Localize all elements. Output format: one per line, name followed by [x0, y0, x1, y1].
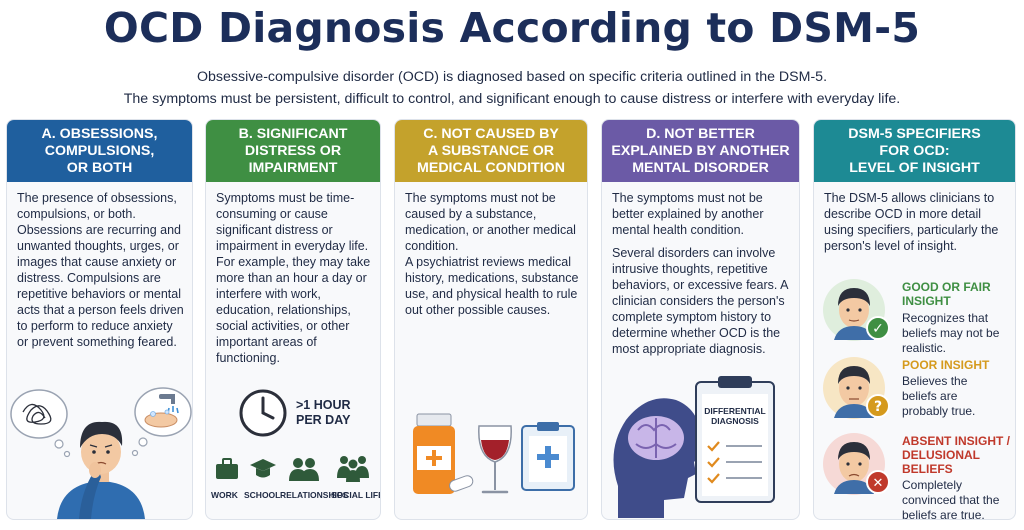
criterion-a-description: The presence of obsessions, compulsions,… [17, 191, 184, 349]
page-title: OCD Diagnosis According to DSM-5 [103, 4, 921, 52]
insight-title: POOR INSIGHT [902, 358, 989, 372]
insight-absent: ✕ ABSENT INSIGHT / DELUSIONAL BELIEFS Co… [820, 430, 1010, 519]
criterion-c-description: The symptoms must not be caused by a sub… [405, 191, 576, 253]
heading-line: B. SIGNIFICANT [238, 125, 348, 142]
insight-title-line: POOR INSIGHT [902, 358, 990, 372]
heading-line: DSM-5 SPECIFIERS [848, 125, 981, 142]
distressed-face-icon: ✕ [823, 433, 890, 495]
clipboard-label: DIFFERENTIAL DIAGNOSIS [702, 406, 768, 426]
area-label-work: WORK [211, 490, 238, 500]
heading-line: OR BOTH [66, 159, 133, 176]
criterion-d-detail: Several disorders can involve intrusive … [612, 246, 788, 356]
heading-line: FOR OCD: [879, 142, 950, 159]
insight-description: Completely convinced that the beliefs ar… [902, 478, 1000, 520]
heading-line: A. OBSESSIONS, [41, 125, 158, 142]
clock-icon [239, 389, 287, 437]
clipboard-label-line: DIFFERENTIAL [704, 406, 766, 416]
heading-line: D. NOT BETTER [646, 125, 755, 142]
tangled-thoughts-icon [22, 403, 52, 425]
specifiers-card: DSM-5 SPECIFIERS FOR OCD: LEVEL OF INSIG… [813, 119, 1016, 520]
criterion-c-text: The symptoms must not be caused by a sub… [405, 190, 579, 318]
hand-washing-icon [144, 394, 179, 428]
time-label-line: PER DAY [296, 413, 351, 427]
insight-title-line: GOOD OR FAIR [902, 280, 991, 294]
check-badge-icon: ✓ [872, 321, 884, 337]
insight-title: GOOD OR FAIR INSIGHT [902, 280, 991, 308]
social-group-icon [337, 456, 369, 482]
criterion-d-card: D. NOT BETTER EXPLAINED BY ANOTHER MENTA… [601, 119, 800, 520]
heading-line: COMPULSIONS, [44, 142, 155, 159]
heading-line: DISTRESS OR [244, 142, 342, 159]
criterion-b-description: Symptoms must be time-consuming or cause… [216, 191, 371, 365]
specifiers-description: The DSM-5 allows clinicians to describe … [824, 191, 999, 253]
area-label-social-life: SOCIAL LIFE [331, 490, 381, 500]
insight-description: Recognizes that beliefs may not be reali… [902, 311, 1000, 355]
briefcase-icon [216, 458, 238, 479]
medical-clipboard-icon [521, 422, 575, 491]
criterion-a-heading: A. OBSESSIONS, COMPULSIONS, OR BOTH [7, 120, 192, 182]
criterion-a-card: A. OBSESSIONS, COMPULSIONS, OR BOTH The … [6, 119, 193, 520]
insight-title: ABSENT INSIGHT / DELUSIONAL BELIEFS [902, 434, 1014, 476]
brain-head-icon [613, 398, 702, 518]
heading-line: LEVEL OF INSIGHT [849, 159, 980, 176]
specifiers-heading: DSM-5 SPECIFIERS FOR OCD: LEVEL OF INSIG… [814, 120, 1015, 182]
insight-title-line: INSIGHT [902, 294, 951, 308]
subtitle-line-1: Obsessive-compulsive disorder (OCD) is d… [196, 69, 828, 85]
calm-face-icon: ✓ [823, 279, 890, 341]
insight-good-fair: ✓ GOOD OR FAIR INSIGHT Recognizes that b… [820, 276, 1010, 355]
person-thinking-illustration [10, 387, 192, 519]
criterion-c-review-text: A psychiatrist reviews medical history, … [405, 255, 579, 317]
heading-line: IMPAIRMENT [248, 159, 338, 176]
wine-glass-icon [478, 425, 512, 494]
specifiers-text: The DSM-5 allows clinicians to describe … [824, 190, 1007, 261]
criterion-b-card: B. SIGNIFICANT DISTRESS OR IMPAIRMENT Sy… [205, 119, 381, 520]
heading-line: C. NOT CAUSED BY [423, 125, 559, 142]
relationships-icon [289, 458, 319, 481]
criterion-c-heading: C. NOT CAUSED BY A SUBSTANCE OR MEDICAL … [395, 120, 587, 182]
subtitle-line-2: The symptoms must be persistent, difficu… [123, 91, 901, 107]
heading-line: EXPLAINED BY ANOTHER [611, 142, 790, 159]
question-badge-icon: ? [874, 399, 882, 415]
area-label-relationships: RELATIONSHIPS [280, 490, 349, 500]
criterion-d-description: The symptoms must not be better explaine… [612, 191, 764, 237]
criterion-b-heading: B. SIGNIFICANT DISTRESS OR IMPAIRMENT [206, 120, 380, 182]
insight-title-line: DELUSIONAL BELIEFS [902, 448, 980, 476]
pill-bottle-icon [413, 413, 474, 494]
worried-person-icon [57, 421, 145, 519]
clipboard-label-line: DIAGNOSIS [711, 416, 759, 426]
criterion-d-heading: D. NOT BETTER EXPLAINED BY ANOTHER MENTA… [602, 120, 799, 182]
time-threshold-label: >1 HOUR PER DAY [296, 398, 351, 428]
time-label-line: >1 HOUR [296, 398, 351, 412]
criterion-b-text: Symptoms must be time-consuming or cause… [216, 190, 372, 373]
insight-poor: ? POOR INSIGHT Believes the beliefs are … [820, 354, 1010, 426]
heading-line: MENTAL DISORDER [632, 159, 769, 176]
criterion-a-text: The presence of obsessions, compulsions,… [17, 190, 184, 357]
criterion-d-text: The symptoms must not be better explaine… [612, 190, 791, 364]
insight-description: Believes the beliefs are probably true. [902, 374, 976, 418]
insight-title-line: ABSENT INSIGHT / [902, 434, 1011, 448]
graduation-cap-icon [250, 459, 276, 478]
heading-line: A SUBSTANCE OR [427, 142, 555, 159]
cross-badge-icon: ✕ [873, 476, 884, 491]
unsure-face-icon: ? [823, 357, 890, 419]
criterion-c-card: C. NOT CAUSED BY A SUBSTANCE OR MEDICAL … [394, 119, 588, 520]
differential-diagnosis-clipboard [695, 376, 775, 503]
heading-line: MEDICAL CONDITION [417, 159, 565, 176]
area-label-school: SCHOOL [244, 490, 281, 500]
